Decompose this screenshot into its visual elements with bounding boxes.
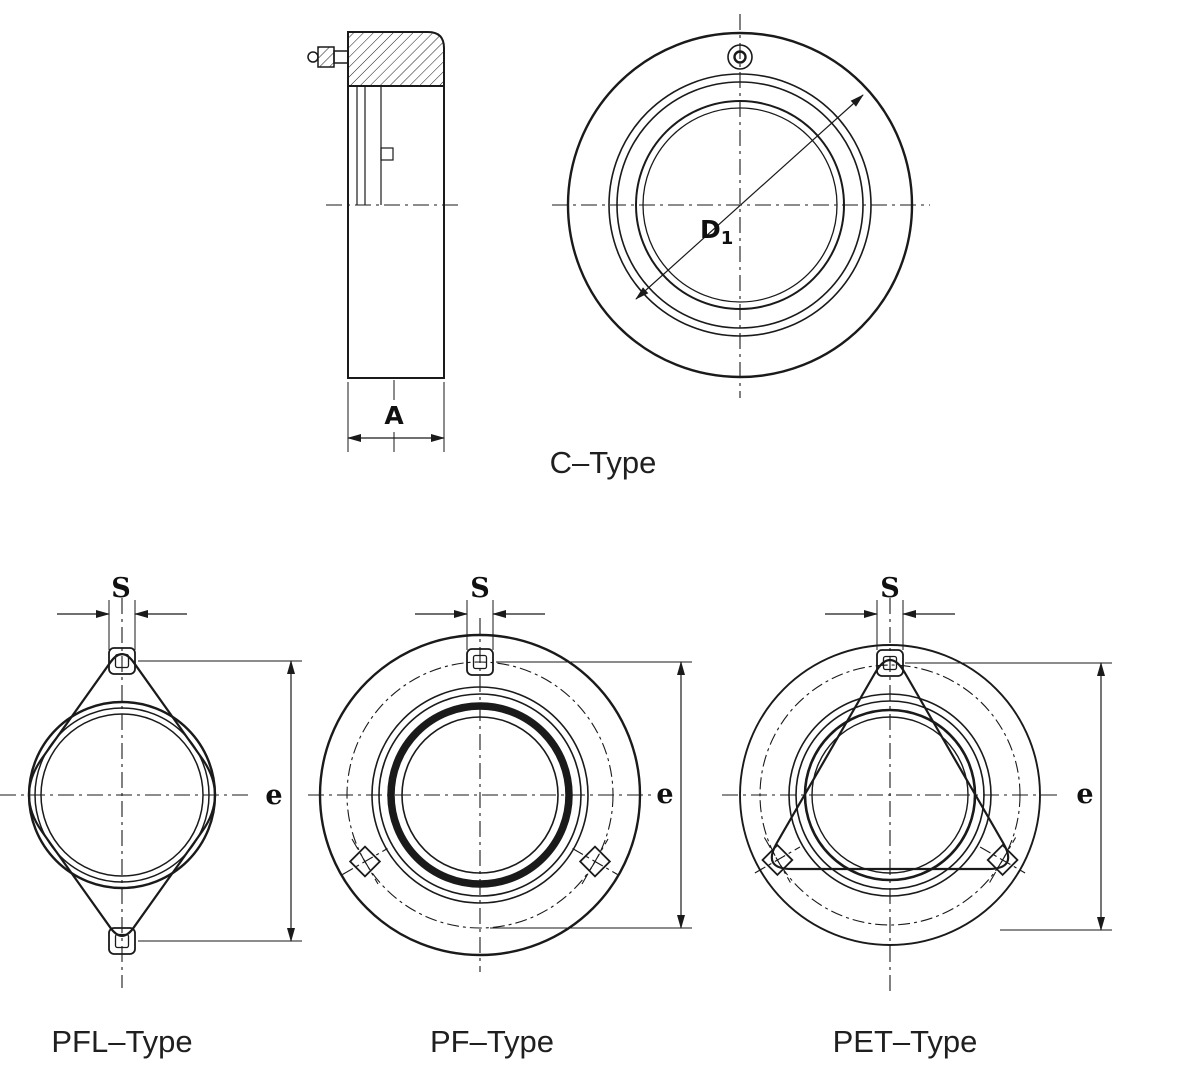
pfl-type-view: S e [0,573,302,988]
bolt-hole-lower-right [979,837,1026,883]
dimension-A: A [347,380,445,452]
bolt-hole-lower-left [754,837,801,883]
triangular-flange-outline [770,658,1010,871]
bolt-hole-lower-right [572,838,618,885]
grease-fitting-icon [307,46,349,68]
dimension-S-pf: S [415,573,545,650]
sleeve-body [347,85,445,379]
dim-label-e-pf: e [656,779,673,810]
dim-label-A: A [384,401,404,430]
dimension-S-pfl: S [57,573,187,650]
dim-label-e-pet: e [1076,779,1093,810]
pet-type-view: S e [722,573,1112,992]
dim-label-S-pet: S [880,573,900,604]
c-type-label: C–Type [550,445,657,480]
c-type-front-view: D1 [552,14,930,398]
dim-label-S-pf: S [470,573,490,604]
pfl-type-label: PFL–Type [51,1024,192,1059]
pf-type-view: S e [308,573,692,972]
pet-type-label: PET–Type [833,1024,978,1059]
hatched-cap [347,31,445,87]
bolt-hole-lower-left [342,838,388,885]
dimension-e-pf: e [490,661,692,929]
dim-label-e-pfl: e [265,780,282,811]
dimension-e-pet: e [905,662,1112,931]
c-type-section-view: A [307,31,462,452]
pf-type-label: PF–Type [430,1024,554,1059]
dimension-S-pet: S [825,573,955,650]
dimension-e-pfl: e [138,660,302,942]
dim-label-D1: D1 [700,215,733,249]
dim-label-S-pfl: S [111,573,131,604]
dimension-D1: D1 [635,94,864,300]
